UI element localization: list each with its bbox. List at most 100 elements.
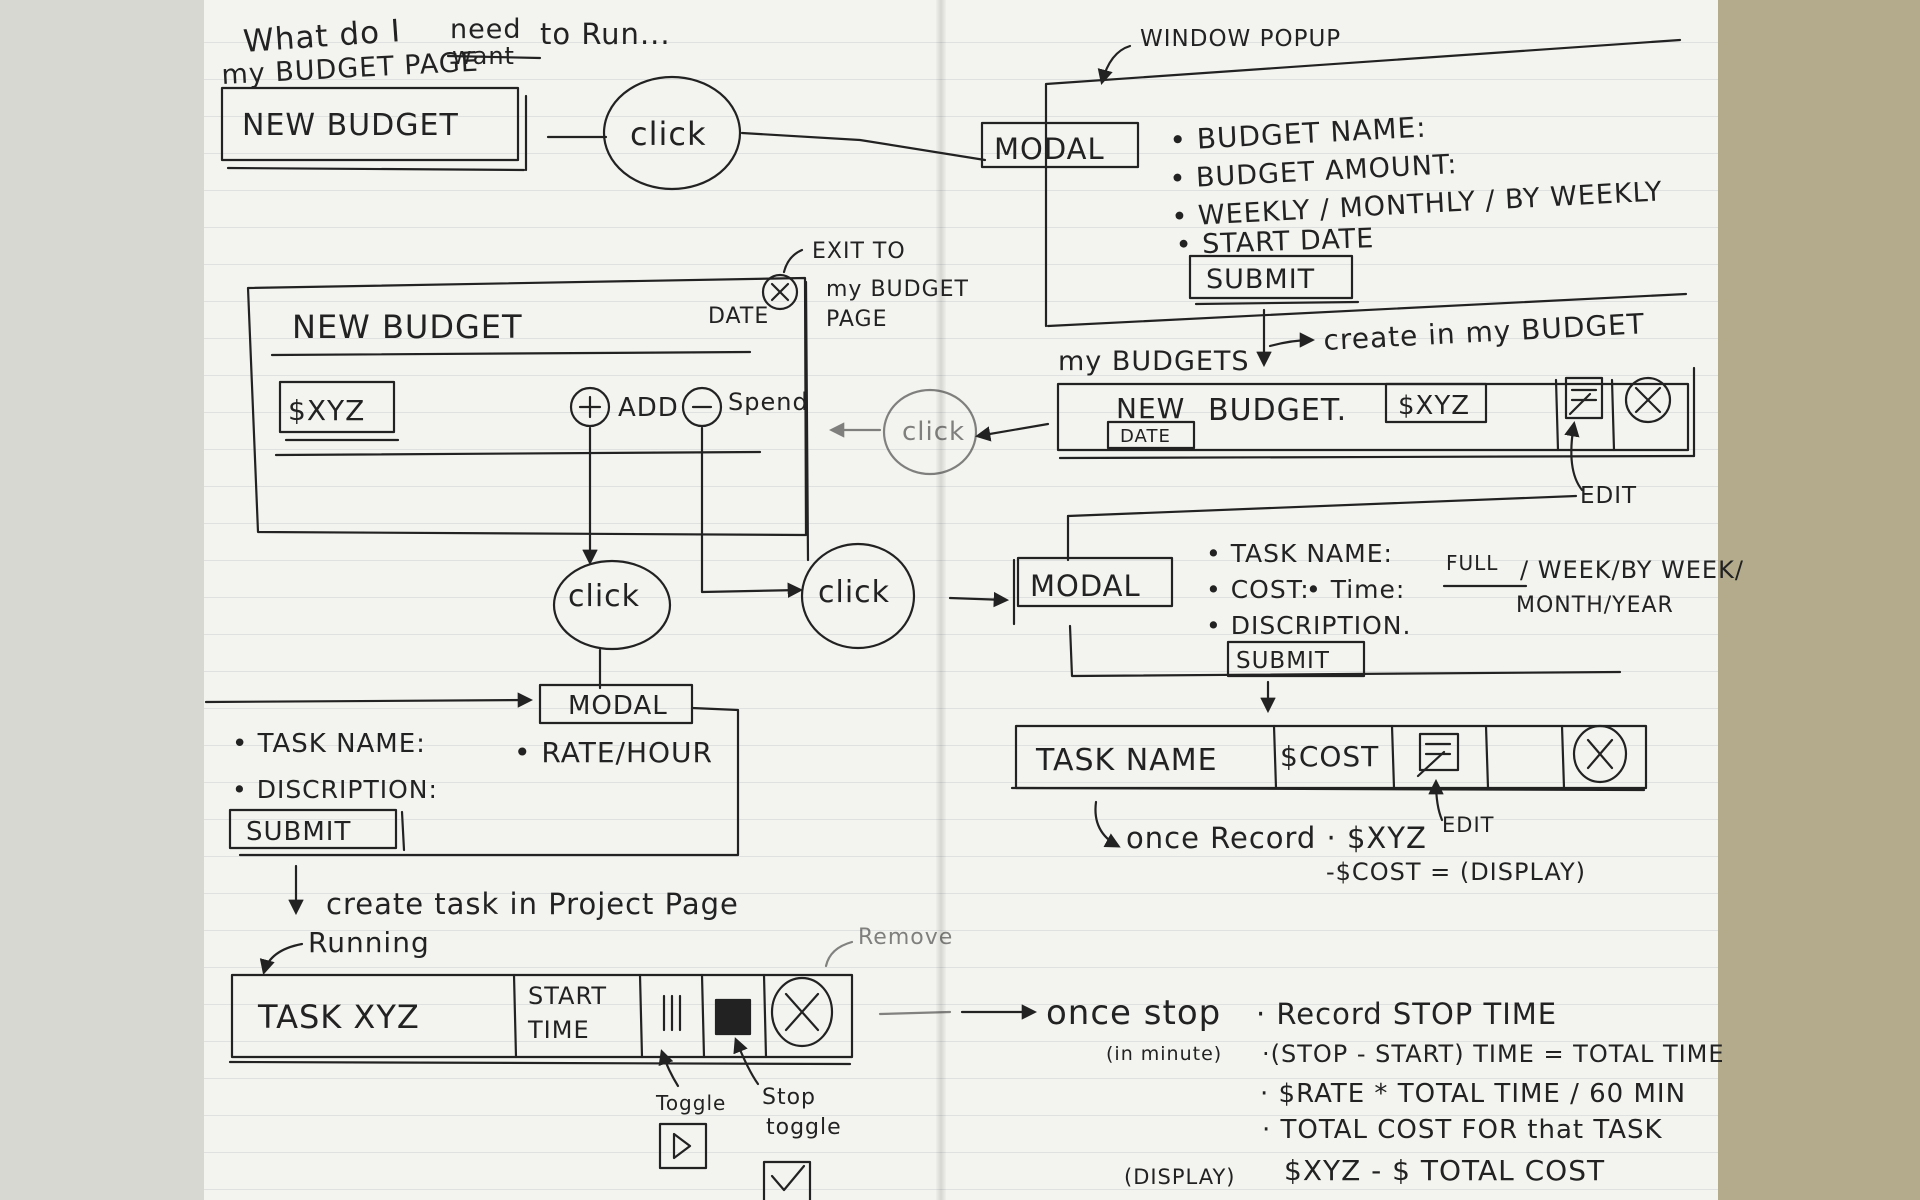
separator — [1066, 494, 1578, 518]
heading-to-run: to Run... — [540, 17, 671, 51]
spend-button-label: Spend — [728, 388, 809, 416]
modal-2-task-name: • TASK NAME: — [1206, 539, 1393, 568]
notebook-gutter — [936, 0, 946, 1200]
budget-row-amount: $XYZ — [1398, 391, 1470, 421]
budget-task-cost: $COST — [1280, 740, 1379, 773]
spend-button[interactable]: Spend — [681, 386, 809, 428]
click-bubble-add-label: click — [568, 579, 640, 614]
toggle-note: Toggle — [655, 1091, 726, 1115]
modal-1-start-date: • START DATE — [1175, 223, 1375, 261]
running-pointer — [259, 942, 304, 975]
exit-note-line1: EXIT TO — [812, 239, 906, 264]
modal-1-bottom — [1046, 292, 1688, 328]
running-note: Running — [308, 926, 430, 959]
notebook-right-page — [940, 0, 1718, 1200]
budget-delete-button[interactable] — [1624, 376, 1672, 424]
once-record-pointer — [1094, 800, 1121, 848]
modal-2-tag: MODAL — [1012, 556, 1174, 626]
notebook-left-page — [204, 0, 940, 1200]
card-side-line — [804, 280, 810, 562]
create-pointer — [1268, 332, 1316, 348]
click-bubble-spend-label: click — [818, 575, 890, 610]
start-time-line2: TIME — [527, 1016, 590, 1044]
stop-note-line1: Stop — [762, 1085, 816, 1110]
budget-row-date: DATE — [1120, 426, 1171, 447]
background-left — [0, 0, 204, 1200]
modal-2-cost: • COST: — [1206, 575, 1310, 604]
modal-1-label: MODAL — [994, 132, 1105, 166]
window-popup-pointer — [1097, 44, 1132, 85]
exit-note-line2: my BUDGET — [826, 277, 969, 302]
budget-task-name: TASK NAME — [1035, 743, 1218, 778]
add-button[interactable]: ADD — [569, 386, 679, 428]
total-time-formula: ·(STOP - START) TIME = TOTAL TIME — [1262, 1040, 1725, 1068]
task-modal-left: MODAL • TASK NAME: • RATE/HOUR • DISCRIP… — [232, 683, 740, 857]
in-minute-note: (in minute) — [1106, 1043, 1222, 1065]
modal-1-budget-amount: • BUDGET AMOUNT: — [1169, 149, 1458, 195]
toggle-pointer — [658, 1049, 680, 1088]
my-budget-row: NEW DATE BUDGET. $XYZ — [1056, 366, 1696, 460]
play-toggle-box[interactable] — [658, 1122, 708, 1170]
task-modal-description: • DISCRIPTION: — [232, 775, 438, 804]
arrow-budget-to-card — [974, 422, 1050, 442]
modal-1-tag: MODAL — [980, 121, 1140, 169]
once-record-note: once Record · $XYZ — [1126, 821, 1427, 855]
click-bubble-1: click — [602, 75, 742, 191]
final-formula: $XYZ - $ TOTAL COST — [1284, 1154, 1605, 1187]
budget-task-row: TASK NAME $COST — [1010, 724, 1648, 792]
remove-button[interactable] — [770, 976, 834, 1048]
click-bubble-side: click — [882, 388, 978, 476]
arrow-to-modal-2 — [948, 591, 1010, 608]
exit-note-line3: PAGE — [826, 307, 887, 332]
budget-amount-label: $XYZ — [288, 394, 365, 427]
display-note: (DISPLAY) — [1124, 1165, 1236, 1189]
budget-edit-button[interactable] — [1564, 376, 1604, 420]
done-check-box[interactable] — [762, 1160, 812, 1200]
my-budgets-label: my BUDGETS — [1058, 346, 1250, 377]
remove-note: Remove — [858, 925, 953, 950]
budget-row-budget: BUDGET. — [1208, 393, 1347, 428]
modal-2-frame — [1068, 624, 1622, 678]
start-time-line1: START — [528, 982, 607, 1010]
click-bubble-spend: click — [800, 542, 916, 650]
modal-2-week: / WEEK/BY WEEK/ — [1520, 556, 1744, 584]
add-button-label: ADD — [618, 393, 679, 423]
running-task-row: TASK XYZ START TIME — [228, 973, 854, 1066]
new-budget-button-label: NEW BUDGET — [242, 108, 459, 143]
strike-line — [446, 54, 542, 60]
new-budget-button[interactable]: NEW BUDGET — [220, 86, 528, 172]
once-stop-note: once stop — [1046, 993, 1221, 1033]
edit-1-note: EDIT — [1580, 483, 1637, 509]
modal-2-submit-label: SUBMIT — [1236, 648, 1330, 674]
task-delete-button[interactable] — [1572, 724, 1628, 784]
rate-formula: · $RATE * TOTAL TIME / 60 MIN — [1260, 1079, 1686, 1109]
heading-need: need — [450, 14, 521, 45]
modal-top-line — [204, 692, 534, 708]
stop-connector-faint — [878, 1010, 952, 1016]
background-right — [1718, 0, 1920, 1200]
stop-note-line2: toggle — [766, 1115, 842, 1140]
modal-2-submit-button[interactable]: SUBMIT — [1226, 640, 1366, 678]
total-cost-task-note: · TOTAL COST FOR that TASK — [1262, 1115, 1663, 1145]
remove-pointer — [824, 940, 854, 968]
edit-2-pointer — [1428, 778, 1444, 822]
budget-amount-box: $XYZ — [278, 380, 400, 442]
task-edit-button[interactable] — [1416, 732, 1460, 778]
exit-close-button[interactable] — [761, 273, 799, 311]
stop-pointer — [733, 1037, 760, 1086]
stop-button[interactable] — [714, 998, 752, 1036]
window-popup-note: WINDOW POPUP — [1140, 26, 1341, 52]
modal-2-time: • Time: — [1306, 575, 1405, 604]
click-bubble-add: click — [552, 559, 672, 651]
budget-card: NEW BUDGET DATE $XYZ ADD Spend — [246, 273, 809, 537]
modal-1-submit-button[interactable]: SUBMIT — [1188, 254, 1360, 306]
task-modal-submit-button[interactable]: SUBMIT — [228, 808, 406, 852]
connector-to-modal — [740, 131, 987, 162]
pause-toggle-button[interactable] — [662, 994, 682, 1032]
modal-2-label: MODAL — [1030, 569, 1141, 603]
task-modal-task-name: • TASK NAME: — [232, 729, 426, 759]
click-bubble-side-label: click — [902, 417, 965, 447]
modal-2-description: • DISCRIPTION. — [1206, 611, 1411, 640]
edit-1-pointer — [1564, 420, 1584, 492]
